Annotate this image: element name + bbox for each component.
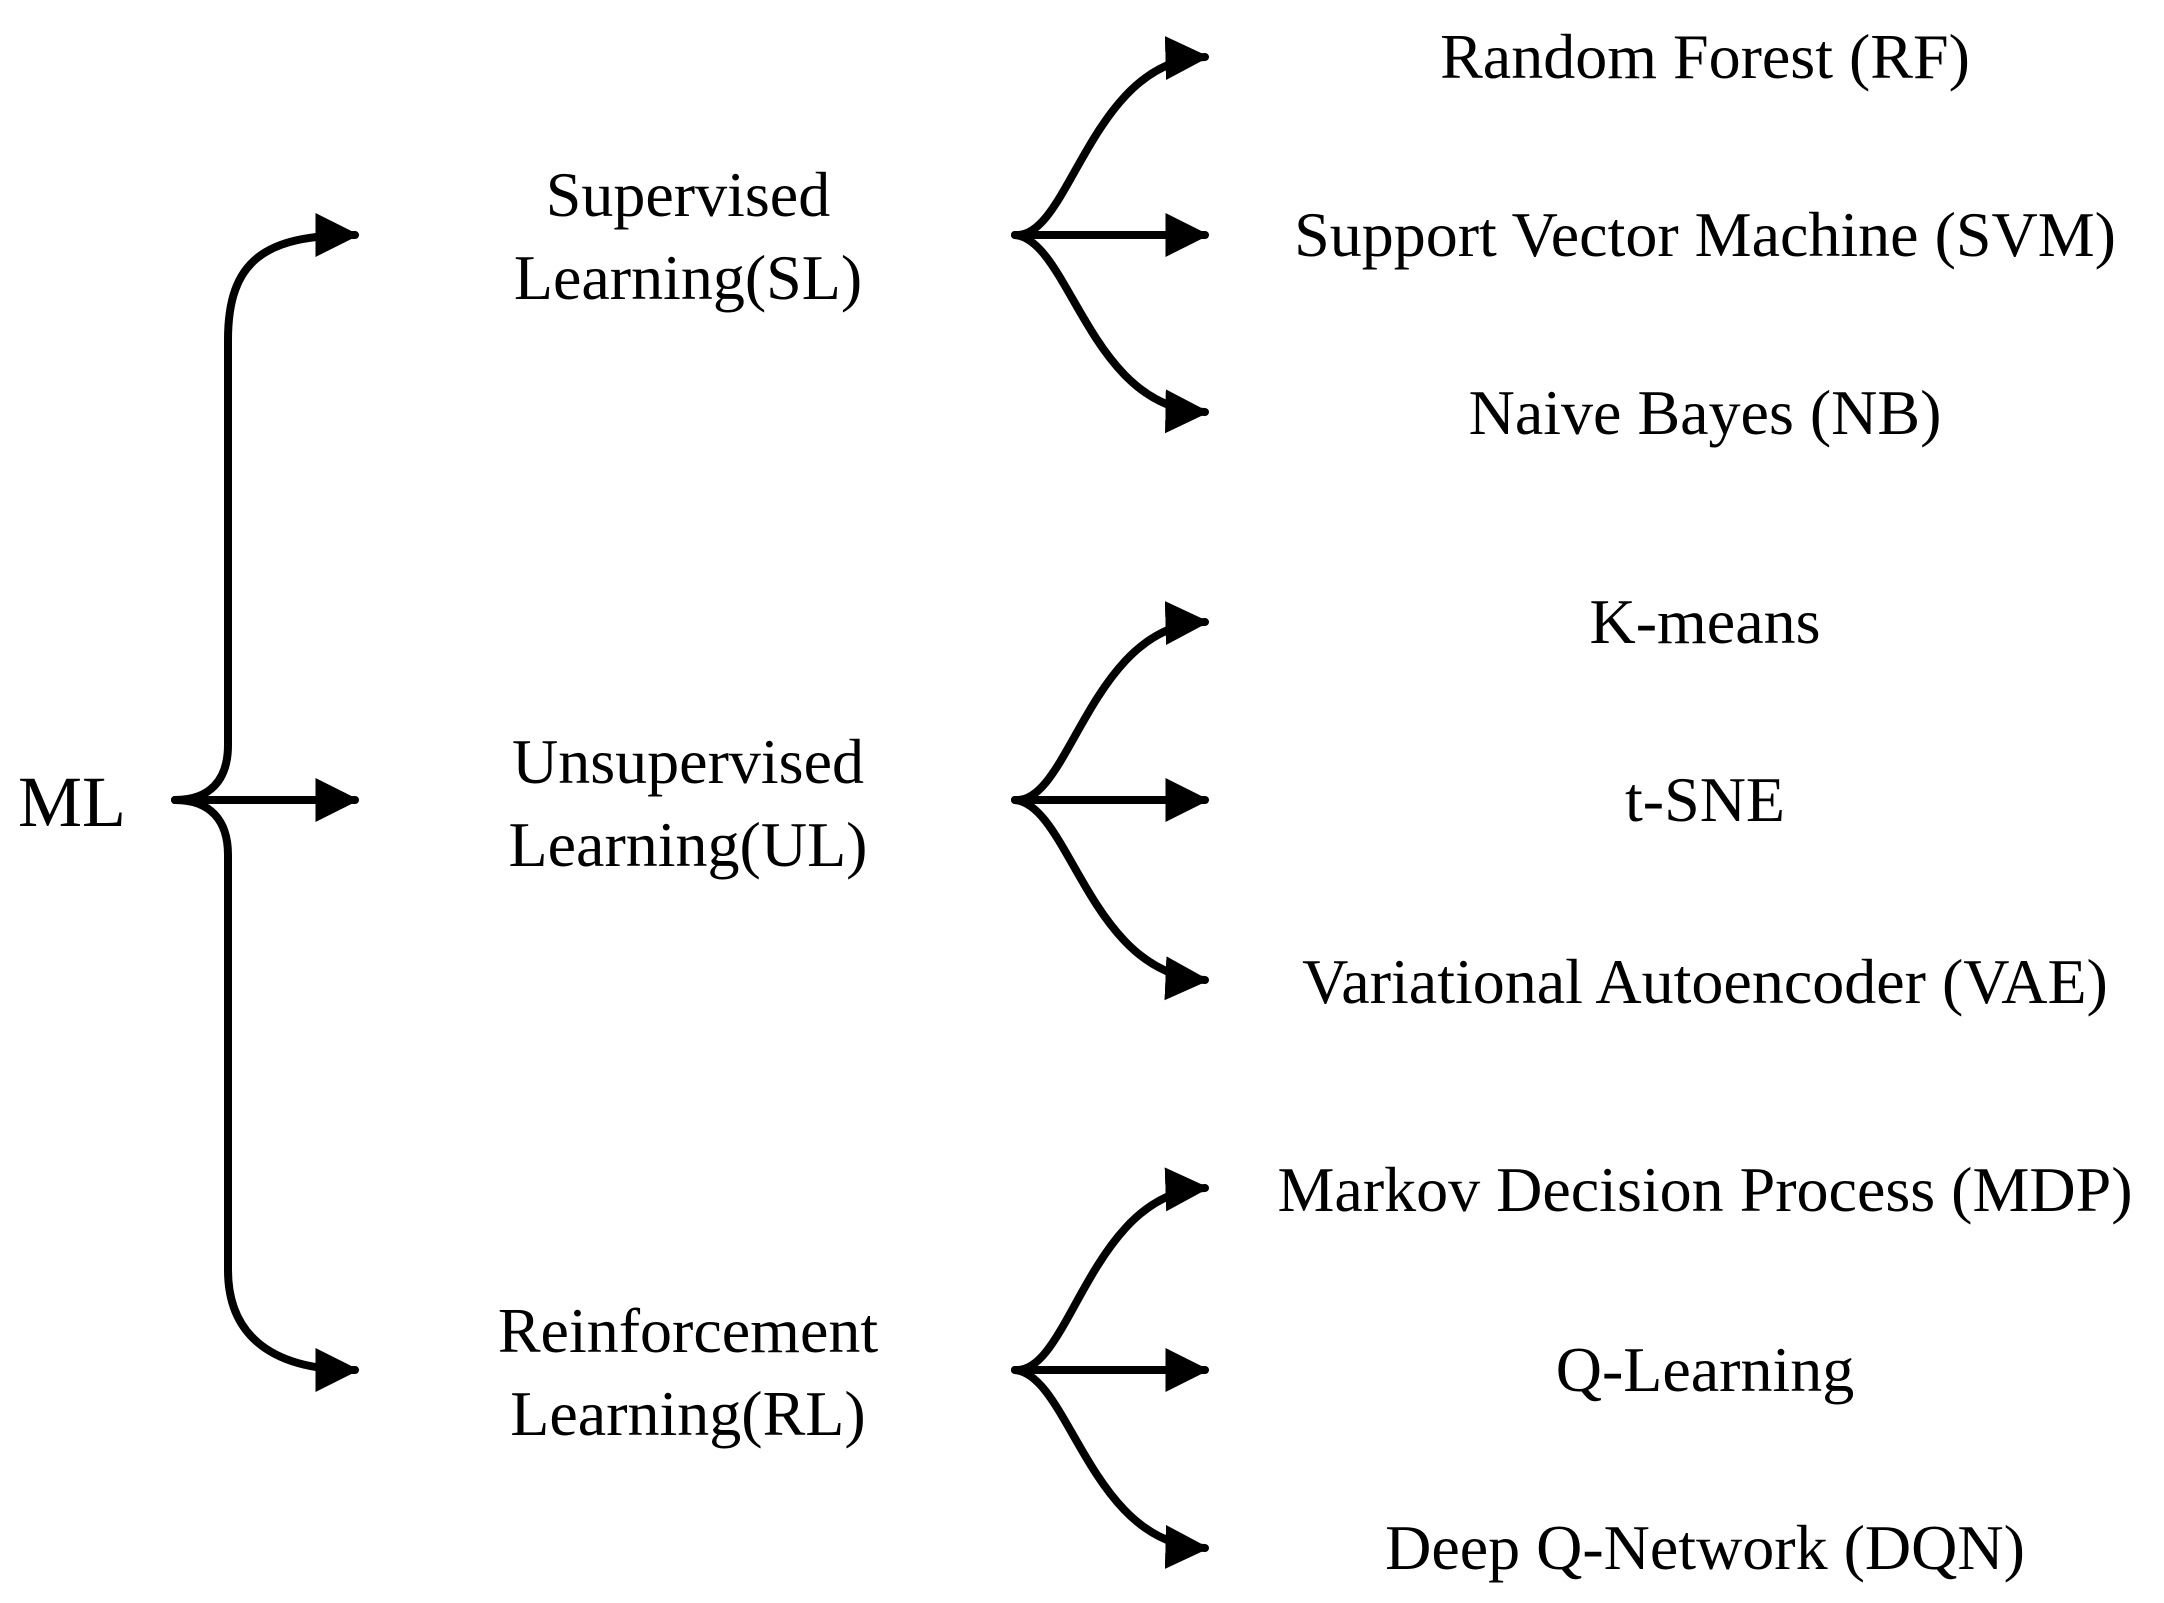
category-reinforcement-line2: Learning(RL) (510, 1378, 866, 1449)
category-reinforcement-line1: Reinforcement (497, 1294, 879, 1366)
category-supervised: Supervised Learning(SL) (514, 153, 862, 319)
root-node-ml: ML (18, 762, 126, 842)
category-supervised-line1: Supervised (545, 158, 831, 230)
method-kmeans: K-means (1589, 586, 1821, 657)
category-reinforcement: Reinforcement Learning(RL) (498, 1289, 878, 1455)
category-unsupervised: Unsupervised Learning(UL) (509, 720, 868, 886)
edge-ul-to-kmeans (1011, 601, 1210, 804)
method-tsne: t-SNE (1625, 764, 1785, 835)
edge-ml-to-supervised (171, 213, 360, 804)
category-unsupervised-line2: Learning(UL) (508, 809, 868, 880)
edge-ml-to-reinforcement (171, 796, 360, 1392)
method-q-learning: Q-Learning (1555, 1334, 1855, 1405)
method-svm: Support Vector Machine (SVM) (1294, 199, 2116, 270)
edge-rl-to-mdp (1011, 1167, 1210, 1374)
method-vae: Variational Autoencoder (VAE) (1302, 946, 2108, 1017)
edge-sl-to-rf (1011, 36, 1210, 239)
method-random-forest: Random Forest (RF) (1440, 21, 1970, 92)
edge-ul-to-vae (1011, 796, 1210, 1001)
edge-rl-to-dqn (1011, 1366, 1210, 1569)
category-supervised-line2: Learning(SL) (513, 242, 863, 313)
category-unsupervised-line1: Unsupervised (512, 725, 864, 797)
edge-sl-to-nb (1011, 231, 1210, 434)
method-dqn: Deep Q-Network (DQN) (1385, 1512, 2025, 1583)
method-mdp: Markov Decision Process (MDP) (1277, 1154, 2133, 1225)
method-naive-bayes: Naive Bayes (NB) (1468, 377, 1942, 448)
